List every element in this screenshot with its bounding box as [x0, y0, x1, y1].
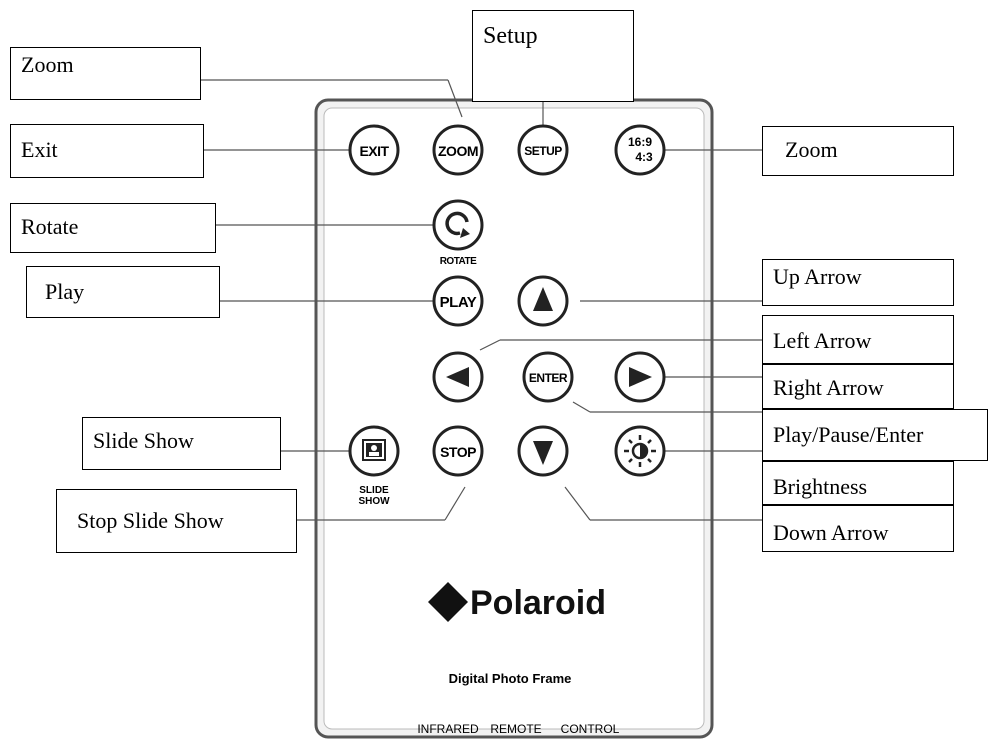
stop-button[interactable]: STOP	[432, 425, 484, 477]
product-name: Digital Photo Frame	[449, 671, 572, 686]
polaroid-diamond-icon	[428, 582, 468, 622]
aspect-label-top: 16:9	[628, 135, 652, 149]
right-arrow-icon	[629, 367, 652, 387]
rotate-caption: ROTATE	[440, 256, 477, 267]
remote-control	[314, 98, 714, 739]
zoom-button-label: ZOOM	[438, 143, 478, 159]
callout-play-pause-enter: Play/Pause/Enter	[762, 409, 988, 461]
left-arrow-button[interactable]	[432, 351, 484, 403]
setup-button-label: SETUP	[524, 144, 562, 158]
rotate-icon	[445, 211, 470, 238]
enter-button-label: ENTER	[529, 371, 568, 385]
brand-logo: Polaroid	[428, 582, 606, 622]
callout-slide-show: Slide Show	[82, 417, 281, 470]
down-arrow-icon	[533, 441, 553, 465]
enter-button[interactable]: ENTER	[522, 351, 574, 403]
callout-zoom-right: Zoom	[762, 126, 954, 176]
callout-left-arrow: Left Arrow	[762, 315, 954, 364]
down-arrow-button[interactable]	[517, 425, 569, 477]
rotate-button[interactable]	[432, 199, 484, 251]
leader-lines	[200, 79, 762, 521]
callout-setup: Setup	[472, 10, 634, 102]
callout-rotate: Rotate	[10, 203, 216, 253]
setup-button[interactable]: SETUP	[517, 124, 569, 176]
aspect-label-bottom: 4:3	[635, 150, 653, 164]
callout-play: Play	[26, 266, 220, 318]
show-caption: SHOW	[358, 496, 390, 507]
footer-control: CONTROL	[561, 722, 620, 736]
callout-right-arrow: Right Arrow	[762, 364, 954, 409]
slideshow-button[interactable]	[348, 425, 400, 477]
slide-caption: SLIDE	[359, 485, 389, 496]
callout-zoom-left: Zoom	[10, 47, 201, 100]
play-button[interactable]: PLAY	[432, 275, 484, 327]
exit-button-label: EXIT	[359, 143, 389, 159]
up-arrow-button[interactable]	[517, 275, 569, 327]
callout-exit: Exit	[10, 124, 204, 178]
aspect-ratio-button[interactable]: 16:9 4:3	[614, 124, 666, 176]
exit-button[interactable]: EXIT	[348, 124, 400, 176]
right-arrow-button[interactable]	[614, 351, 666, 403]
left-arrow-icon	[446, 367, 469, 387]
play-button-label: PLAY	[440, 294, 477, 311]
brightness-button[interactable]	[614, 425, 666, 477]
callout-brightness: Brightness	[762, 461, 954, 505]
callout-stop-slide-show: Stop Slide Show	[56, 489, 297, 553]
brightness-icon	[624, 435, 656, 467]
zoom-button[interactable]: ZOOM	[432, 124, 484, 176]
footer-infrared: INFRARED	[417, 722, 479, 736]
footer-remote: REMOTE	[490, 722, 541, 736]
slideshow-icon	[362, 439, 386, 461]
brand-name: Polaroid	[470, 584, 606, 622]
callout-up-arrow: Up Arrow	[762, 259, 954, 306]
up-arrow-icon	[533, 287, 553, 311]
callout-down-arrow: Down Arrow	[762, 505, 954, 552]
stop-button-label: STOP	[440, 444, 476, 460]
